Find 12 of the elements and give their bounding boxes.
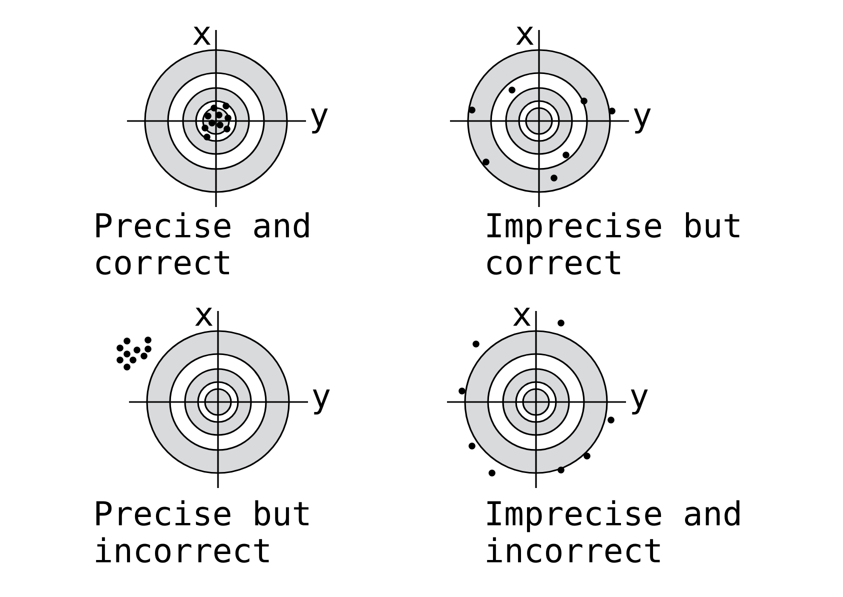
- axis-label: y: [310, 108, 328, 134]
- axis-label: x: [195, 308, 213, 326]
- axis-label: x: [193, 26, 211, 45]
- axis-label: y: [630, 390, 648, 414]
- axis-label: x: [516, 26, 534, 45]
- caption: Precise and correct: [96, 212, 309, 275]
- caption: Precise but incorrect: [96, 500, 308, 563]
- axis-label: y: [634, 108, 651, 134]
- caption: Imprecise and incorrect: [487, 500, 740, 563]
- axis-label: y: [312, 390, 330, 414]
- axis-label: x: [513, 308, 531, 326]
- caption: Imprecise but correct: [487, 212, 740, 275]
